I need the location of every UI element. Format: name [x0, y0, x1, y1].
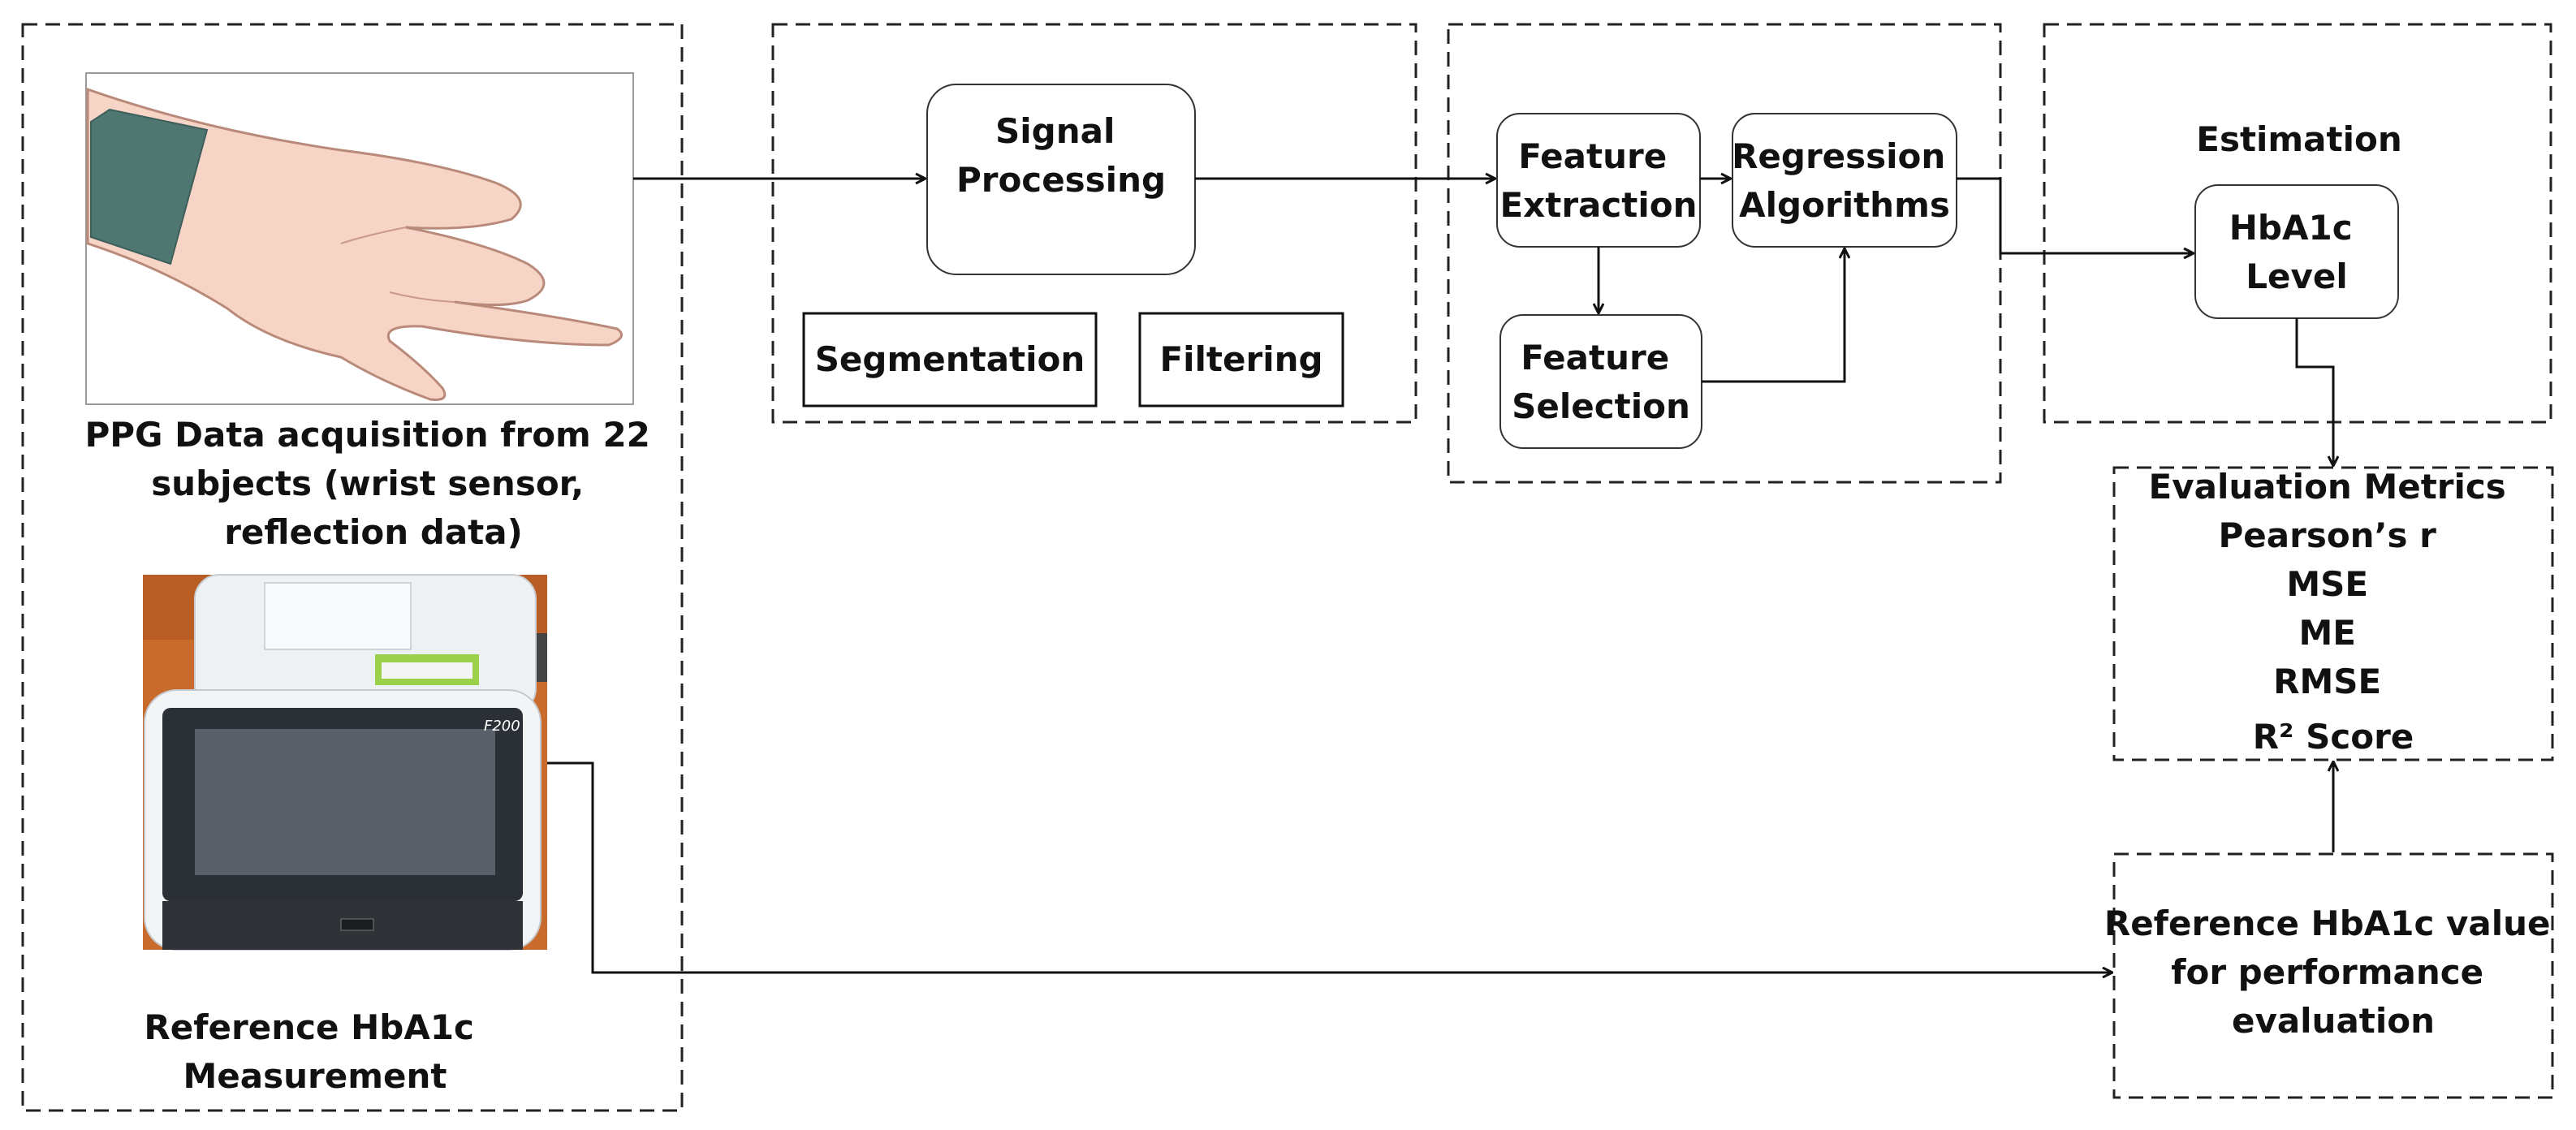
feature-selection-label: Feature Selection	[1512, 338, 1690, 426]
estimation-group-frame	[2043, 23, 2552, 424]
filtering-box	[1138, 312, 1344, 408]
segmentation-label: Segmentation	[815, 339, 1085, 379]
arrow-regression-to-hba1c-level	[1957, 177, 2194, 253]
feature-selection-box	[1499, 314, 1702, 449]
arrow-selection-to-regression	[1702, 248, 1845, 383]
signal-processing-label: Signal Processing	[956, 111, 1166, 200]
regression-algorithms-box	[1732, 113, 1957, 248]
reference-measurement-caption: Reference HbA1c Measurement	[144, 1007, 485, 1096]
device-model-label: F200	[484, 718, 520, 735]
reference-value-label: Reference HbA1c value for performance ev…	[2104, 904, 2562, 1041]
estimation-title: Estimation	[2196, 119, 2402, 159]
reference-value-frame	[2112, 852, 2554, 1099]
arrow-analyzer-to-reference-value	[547, 761, 2112, 973]
feature-extraction-label: Feature Extraction	[1499, 136, 1697, 225]
wrist-sensor-illustration	[85, 72, 634, 405]
feature-extraction-box	[1496, 113, 1701, 248]
hba1c-analyzer-photo: F200	[143, 574, 547, 951]
segmentation-box	[802, 312, 1098, 408]
hba1c-level-box	[2194, 184, 2399, 319]
acquisition-group-frame	[21, 23, 684, 1112]
signal-processing-group-frame	[771, 23, 1417, 424]
ppg-caption: PPG Data acquisition from 22 subjects (w…	[84, 415, 662, 552]
hba1c-level-label: HbA1c Level	[2229, 208, 2364, 296]
arrow-level-to-evaluation	[2295, 318, 2333, 466]
filtering-label: Filtering	[1159, 339, 1323, 379]
regression-algorithms-label: Regression Algorithms	[1732, 136, 1957, 225]
evaluation-metrics-list: Evaluation Metrics Pearson’s r MSE ME RM…	[2149, 467, 2518, 757]
evaluation-metrics-frame	[2112, 466, 2554, 761]
